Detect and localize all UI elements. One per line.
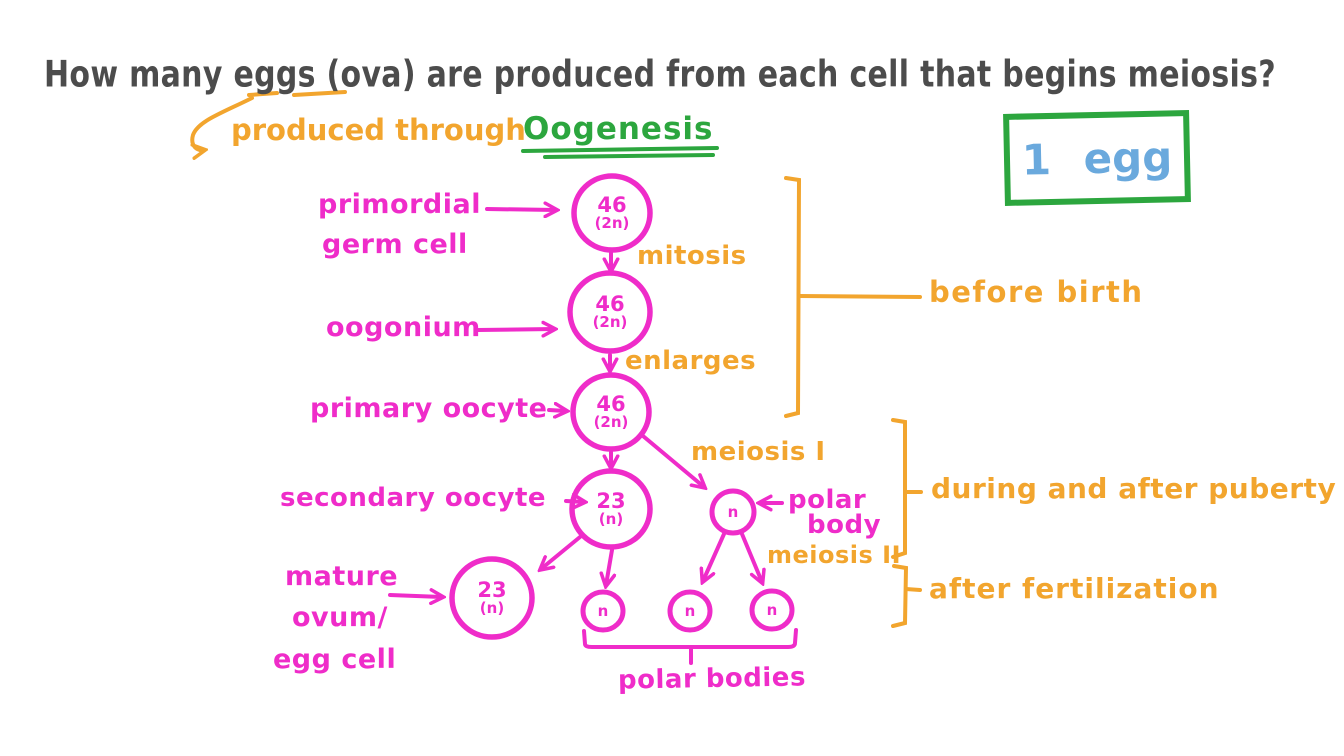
arrow-primary-label: [547, 410, 566, 411]
cell-circle-primordial: [571, 173, 653, 253]
label-polar-body-line1: polar: [788, 485, 867, 515]
bracket-before-birth: [784, 176, 802, 418]
label-enlarges: enlarges: [625, 346, 757, 376]
ploidy: (2n): [593, 413, 629, 432]
arrow-meiosis2-ovum: [541, 535, 582, 569]
cell-value-first-polar-body: n: [727, 503, 739, 521]
label-primary-oocyte: primary oocyte: [310, 393, 548, 424]
cell-value-polar-body-b: n: [684, 602, 696, 620]
answer-box: 1 egg: [1003, 110, 1191, 206]
bracket-fertilization-tick: [904, 587, 922, 592]
polar-bodies-bracket: [582, 628, 798, 665]
label-mature-line3: egg cell: [273, 644, 397, 675]
subtitle-prefix: produced through: [231, 113, 526, 147]
ploidy: (n): [479, 599, 505, 618]
arrow-secondary-label: [564, 501, 584, 502]
subtitle-curved-arrow: [190, 96, 254, 150]
flow-arrows: [388, 209, 784, 597]
chromosome-count: 23: [596, 489, 626, 513]
cell-value-primordial: 46 (2n): [572, 194, 652, 232]
subtitle-term-oogenesis: Oogenesis: [523, 111, 714, 147]
cell-circle-polar-body-c: [749, 588, 795, 632]
label-primordial-line2: germ cell: [322, 229, 468, 260]
chromosome-count: 23: [477, 578, 507, 602]
bracket-puberty: [891, 418, 907, 559]
cell-circle-polar-body-b: [667, 589, 713, 633]
cell-value-oogonium: 46 (2n): [570, 293, 650, 331]
arrow-mature-label: [388, 595, 442, 597]
oogenesis-underline: [521, 146, 719, 159]
cell-value-mature-ovum: 23 (n): [452, 579, 532, 617]
cell-circles: [449, 173, 795, 640]
arrow-meiosis2-polar-a: [606, 548, 612, 585]
label-meiosis-1: meiosis I: [691, 437, 826, 467]
cell-circle-first-polar-body: [709, 488, 757, 536]
bracket-before-birth-tick: [797, 294, 922, 299]
phase-brackets: [784, 176, 923, 628]
arrow-meiosis2-polar-b: [703, 532, 726, 581]
cell-circle-polar-body-a: [580, 589, 626, 633]
label-secondary-oocyte: secondary oocyte: [280, 483, 547, 513]
label-before-birth: before birth: [929, 275, 1144, 309]
label-mature-line1: mature: [285, 561, 399, 592]
ploidy: (2n): [592, 313, 628, 332]
cell-circle-primary-oocyte: [570, 372, 652, 452]
label-primordial-line1: primordial: [318, 189, 481, 220]
cell-value-polar-body-a: n: [597, 602, 609, 620]
chromosome-count: 46: [597, 193, 627, 217]
label-mitosis: mitosis: [637, 241, 747, 271]
label-during-after-puberty: during and after puberty: [931, 472, 1337, 505]
answer-text: 1 egg: [1021, 131, 1173, 185]
ploidy: (n): [598, 510, 624, 529]
cell-circle-mature-ovum: [449, 556, 535, 640]
cell-value-primary-oocyte: 46 (2n): [571, 393, 651, 431]
chromosome-count: 46: [596, 392, 626, 416]
title-underlines: [247, 90, 347, 97]
arrow-meiosis1-polar: [641, 434, 704, 487]
chromosome-count: 46: [595, 292, 625, 316]
cell-value-polar-body-c: n: [766, 601, 778, 619]
label-meiosis-2: meiosis II: [767, 541, 902, 569]
bracket-fertilization: [891, 564, 909, 628]
ploidy: (2n): [594, 214, 630, 233]
arrow-oogonium-label: [476, 329, 554, 330]
arrow-meiosis2-polar-c: [740, 532, 762, 582]
label-polar-bodies: polar bodies: [617, 662, 807, 696]
page-title: How many eggs (ova) are produced from ea…: [44, 53, 1276, 97]
label-oogonium: oogonium: [326, 312, 481, 343]
cell-value-secondary-oocyte: 23 (n): [571, 490, 651, 528]
label-mature-line2: ovum/: [292, 602, 388, 633]
label-after-fertilization: after fertilization: [929, 572, 1220, 605]
arrow-primordial-label: [485, 209, 556, 210]
label-polar-body-line2: body: [807, 510, 882, 540]
